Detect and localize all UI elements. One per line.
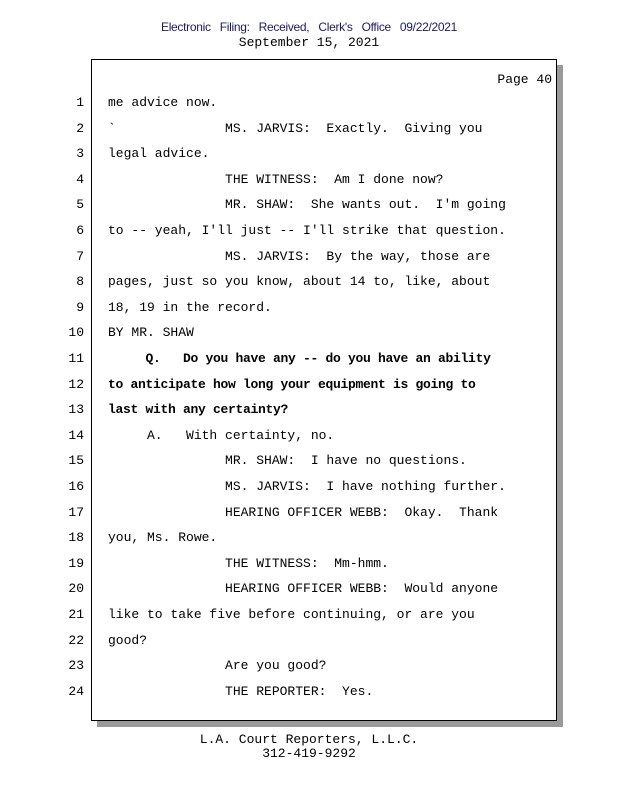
line-text: MS. JARVIS: By the way, those are bbox=[108, 248, 491, 264]
transcript-line: 8 pages, just so you know, about 14 to, l… bbox=[0, 274, 560, 292]
transcript-line: 14 A. With certainty, no. bbox=[0, 428, 560, 446]
footer-company: L.A. Court Reporters, L.L.C. bbox=[199, 732, 419, 747]
line-text: HEARING OFFICER WEBB: Okay. Thank bbox=[108, 504, 499, 520]
page-number: Page 40 bbox=[497, 72, 552, 87]
line-text: good? bbox=[108, 632, 148, 648]
transcript-line: 20 HEARING OFFICER WEBB: Would anyone bbox=[0, 581, 560, 599]
line-text: you, Ms. Rowe. bbox=[108, 530, 218, 546]
line-text: MR. SHAW: I have no questions. bbox=[108, 453, 467, 469]
transcript-line: 2 ` MS. JARVIS: Exactly. Giving you bbox=[0, 121, 560, 139]
transcript-line: 10 BY MR. SHAW bbox=[0, 325, 560, 343]
line-text: THE WITNESS: Am I done now? bbox=[108, 171, 444, 187]
transcript-line: 7 MS. JARVIS: By the way, those are bbox=[0, 249, 560, 267]
transcript-line: 22 good? bbox=[0, 633, 560, 651]
line-text: A. With certainty, no. bbox=[108, 427, 335, 443]
line-number: 17 bbox=[68, 504, 84, 520]
line-text: legal advice. bbox=[108, 146, 210, 162]
transcript-line: 3 legal advice. bbox=[0, 146, 560, 164]
line-text: pages, just so you know, about 14 to, li… bbox=[108, 274, 491, 290]
line-text: ` MS. JARVIS: Exactly. Giving you bbox=[108, 120, 483, 136]
line-text: like to take five before continuing, or … bbox=[108, 607, 475, 622]
transcript-line: 4 THE WITNESS: Am I done now? bbox=[0, 172, 560, 190]
transcript-line: 6 to -- yeah, I'll just -- I'll strike th… bbox=[0, 223, 560, 241]
transcript-line: 21 like to take five before continuing, o… bbox=[0, 607, 560, 625]
line-number: 20 bbox=[68, 581, 84, 597]
line-number: 23 bbox=[68, 658, 84, 674]
transcript-line: 1 me advice now. bbox=[0, 95, 560, 113]
line-text: Q. Do you have any -- do you have an abi… bbox=[108, 351, 491, 366]
transcript-line: 12 to anticipate how long your equipment … bbox=[0, 377, 560, 395]
line-number: 4 bbox=[76, 171, 84, 187]
line-number: 13 bbox=[68, 402, 84, 418]
line-number: 16 bbox=[68, 479, 84, 494]
electronic-filing-stamp: Electronic Filing: Received, Clerk's Off… bbox=[160, 20, 457, 34]
transcript-page-box bbox=[91, 59, 557, 721]
line-text: to anticipate how long your equipment is… bbox=[108, 376, 476, 392]
line-number: 5 bbox=[76, 197, 84, 213]
transcript-line: 9 18, 19 in the record. bbox=[0, 300, 560, 318]
line-number: 6 bbox=[76, 223, 84, 238]
line-text: MR. SHAW: She wants out. I'm going bbox=[108, 197, 506, 213]
line-number: 12 bbox=[68, 376, 84, 392]
line-text: Are you good? bbox=[108, 658, 327, 674]
line-number: 24 bbox=[68, 683, 84, 699]
line-text: last with any certainty? bbox=[108, 402, 289, 418]
transcript-line: 5 MR. SHAW: She wants out. I'm going bbox=[0, 197, 560, 215]
transcript-line: 15 MR. SHAW: I have no questions. bbox=[0, 453, 560, 471]
line-number: 21 bbox=[68, 607, 84, 622]
footer-phone: 312-419-9292 bbox=[262, 746, 356, 761]
line-number: 7 bbox=[76, 248, 84, 264]
line-number: 22 bbox=[68, 632, 84, 648]
line-number: 8 bbox=[76, 274, 84, 290]
transcript-line: 23 Are you good? bbox=[0, 658, 560, 676]
transcript-line: 11 Q. Do you have any -- do you have an … bbox=[0, 351, 560, 369]
line-number: 2 bbox=[76, 120, 84, 136]
transcript-line: 17 HEARING OFFICER WEBB: Okay. Thank bbox=[0, 505, 560, 523]
transcript-line: 24 THE REPORTER: Yes. bbox=[0, 684, 560, 702]
transcript-line: 16 MS. JARVIS: I have nothing further. bbox=[0, 479, 560, 497]
line-number: 9 bbox=[76, 299, 84, 315]
line-text: 18, 19 in the record. bbox=[108, 299, 272, 315]
line-number: 11 bbox=[68, 351, 84, 366]
line-number: 3 bbox=[76, 146, 84, 162]
line-number: 15 bbox=[68, 453, 84, 469]
line-number: 19 bbox=[68, 555, 84, 571]
transcript-line: 19 THE WITNESS: Mm-hmm. bbox=[0, 556, 560, 574]
line-number: 14 bbox=[68, 427, 84, 443]
line-text: HEARING OFFICER WEBB: Would anyone bbox=[108, 581, 499, 597]
line-text: to -- yeah, I'll just -- I'll strike tha… bbox=[108, 223, 506, 238]
line-number: 10 bbox=[68, 325, 84, 341]
line-text: BY MR. SHAW bbox=[108, 325, 194, 341]
line-text: MS. JARVIS: I have nothing further. bbox=[108, 479, 506, 494]
line-text: THE WITNESS: Mm-hmm. bbox=[108, 555, 389, 571]
line-text: me advice now. bbox=[108, 95, 218, 110]
transcript-line: 13 last with any certainty? bbox=[0, 402, 560, 420]
line-number: 18 bbox=[68, 530, 84, 546]
line-text: THE REPORTER: Yes. bbox=[108, 683, 374, 699]
transcript-date: September 15, 2021 bbox=[238, 35, 380, 50]
transcript-line: 18 you, Ms. Rowe. bbox=[0, 530, 560, 548]
line-number: 1 bbox=[76, 95, 84, 110]
